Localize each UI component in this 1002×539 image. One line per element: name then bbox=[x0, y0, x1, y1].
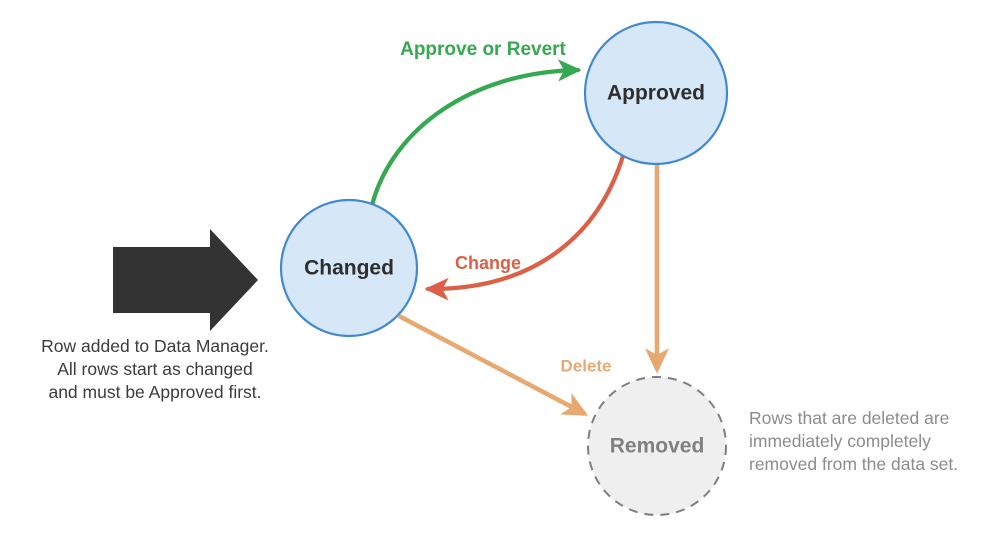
edge-approve-or-revert bbox=[369, 59, 582, 208]
entry-caption-line-3: and must be Approved first. bbox=[48, 382, 261, 402]
edge-change bbox=[424, 153, 626, 301]
node-approved[interactable] bbox=[583, 20, 729, 166]
removed-caption-line-2: immediately completely bbox=[749, 431, 931, 451]
edge-label-approve-or-revert: Approve or Revert bbox=[400, 39, 566, 60]
entry-caption-line-2: All rows start as changed bbox=[57, 359, 253, 379]
edge-label-change: Change bbox=[455, 253, 521, 273]
edge-delete-from-changed bbox=[397, 313, 589, 417]
node-removed[interactable] bbox=[587, 376, 727, 516]
node-changed[interactable] bbox=[279, 198, 419, 338]
entry-arrow-icon bbox=[113, 229, 258, 331]
removed-caption-line-1: Rows that are deleted are bbox=[749, 408, 949, 428]
node-approved-label: Approved bbox=[607, 82, 705, 105]
node-changed-label: Changed bbox=[304, 257, 394, 280]
removed-caption: Rows that are deleted are immediately co… bbox=[749, 408, 958, 474]
edge-label-delete: Delete bbox=[560, 356, 611, 375]
entry-caption: Row added to Data Manager. All rows star… bbox=[41, 336, 269, 402]
entry-caption-line-1: Row added to Data Manager. bbox=[41, 336, 269, 356]
node-removed-label: Removed bbox=[610, 435, 705, 458]
removed-caption-line-3: removed from the data set. bbox=[749, 454, 958, 474]
